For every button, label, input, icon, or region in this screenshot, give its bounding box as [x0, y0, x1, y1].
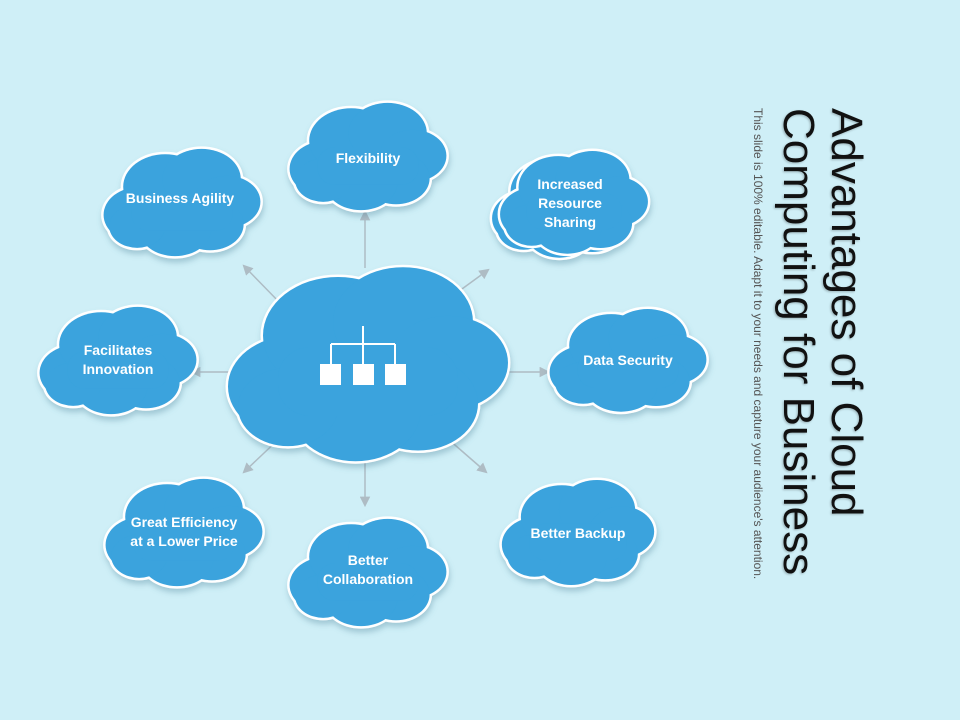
slide-title: Advantages of Cloud Computing for Busine…: [774, 108, 871, 576]
node-label-flexibility: Flexibility: [335, 149, 401, 166]
cloud-increased-resource-sharing: [489, 148, 651, 261]
cloud-flexibility: [287, 100, 449, 213]
node-label-data-security: Data Security: [583, 351, 673, 368]
cloud-facilitates-innovation: [37, 304, 199, 417]
cloud-great-efficiency: [103, 476, 265, 589]
node-label-better-backup: Better Backup: [530, 524, 626, 541]
cloud-business-agility: [101, 146, 263, 259]
cloud-better-backup: [499, 477, 657, 588]
node-label-better-collaboration: Better Collaboration: [322, 552, 414, 587]
node-label-business-agility: Business Agility: [125, 189, 235, 206]
node-label-increased-resource-sharing: Increased Resource Sharing: [537, 175, 603, 230]
node-label-facilitates-innovation: Facilitates Innovation: [82, 342, 154, 377]
hierarchy-icon: [320, 326, 406, 385]
title-block: Advantages of Cloud Computing for Busine…: [750, 108, 871, 628]
arrow-to-business-agility: [242, 264, 283, 306]
cloud-data-security: [547, 306, 709, 415]
cloud-nodes: [37, 100, 709, 629]
node-label-great-efficiency: Great Efficiency at a Lower Price: [130, 514, 238, 549]
slide-subtitle: This slide is 100% editable. Adapt it to…: [751, 108, 765, 580]
cloud-better-collaboration: [287, 516, 449, 629]
